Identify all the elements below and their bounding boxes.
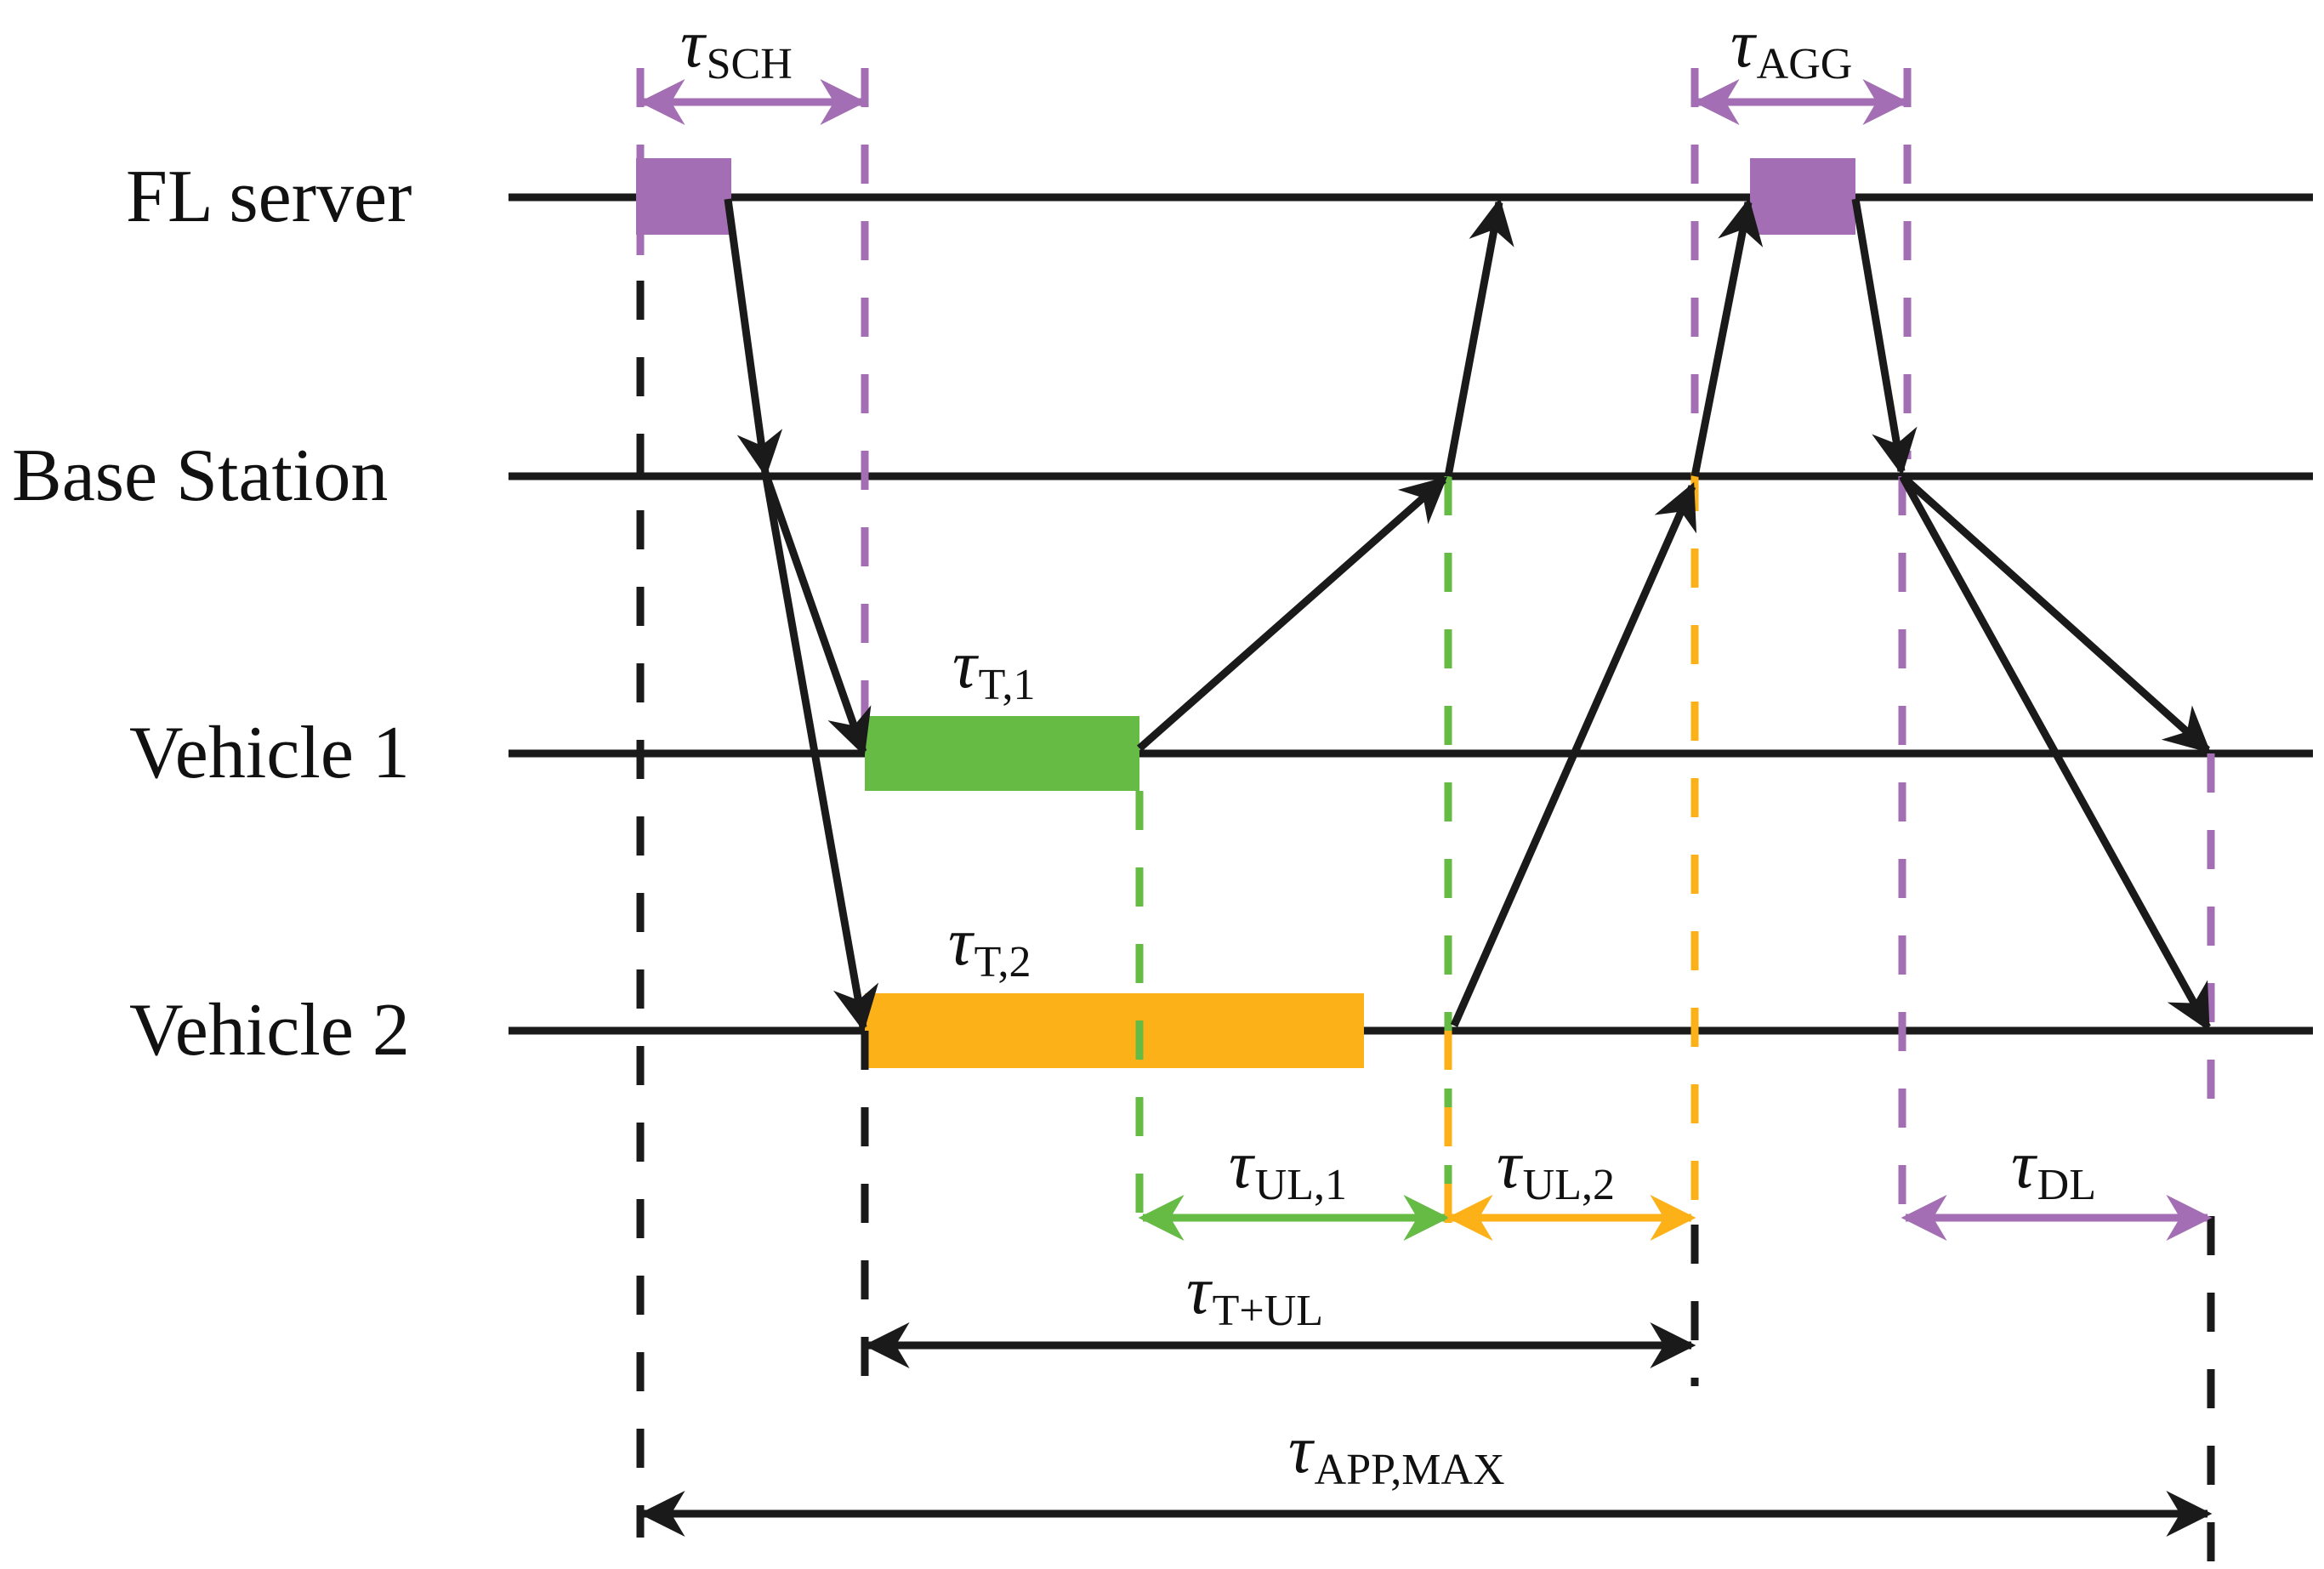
tau-subscript-ul1: UL,1 — [1254, 1161, 1347, 1209]
arrow-server-to-base-station-dl — [1851, 198, 1918, 476]
tau-symbol: τ — [1497, 1128, 1521, 1202]
tau-subscript-dl: DL — [2037, 1161, 2096, 1209]
tau-symbol: τ — [2011, 1128, 2036, 1202]
tau-subscript-t2: T,2 — [974, 938, 1031, 986]
label-vehicle-1: Vehicle 1 — [129, 712, 410, 794]
tau-symbol: τ — [680, 7, 705, 82]
label-tau-dl: τDL — [2011, 1131, 2096, 1208]
training-bar-vehicle-1 — [865, 716, 1139, 791]
aggregation-block — [1750, 158, 1855, 235]
tau-subscript-sch: SCH — [706, 40, 793, 88]
tau-subscript-app-max: APP,MAX — [1314, 1446, 1505, 1494]
label-tau-ul2: τUL,2 — [1497, 1131, 1615, 1208]
message-arrows — [724, 197, 2212, 1032]
purple-dashed-markers — [636, 68, 2215, 1237]
label-tau-sch: τSCH — [680, 10, 793, 87]
green-dashed-markers — [1135, 476, 1452, 1225]
label-tau-t1: τT,1 — [952, 631, 1036, 708]
label-vehicle-2: Vehicle 2 — [129, 989, 410, 1072]
tau-subscript-agg: AGG — [1756, 40, 1853, 88]
tau-symbol: τ — [1288, 1413, 1313, 1487]
tau-subscript-t1: T,1 — [978, 661, 1036, 709]
arrow-vehicle-2-to-base-station — [1450, 482, 1697, 1027]
arrow-server-to-base-station — [724, 198, 783, 478]
label-tau-app-max: τAPP,MAX — [1288, 1416, 1505, 1492]
label-fl-server: FL server — [126, 156, 412, 238]
tau-symbol: τ — [1186, 1253, 1211, 1328]
scheduling-block — [636, 158, 731, 235]
arrow-base-station-to-vehicle-1-dl — [1899, 473, 2212, 753]
label-tau-t2: τT,2 — [948, 908, 1031, 985]
timelines — [509, 193, 2313, 1035]
label-tau-ul1: τUL,1 — [1229, 1131, 1347, 1208]
label-base-station: Base Station — [12, 435, 389, 517]
arrow-base-station-to-server-2 — [1690, 197, 1764, 477]
tau-symbol: τ — [948, 905, 973, 980]
label-tau-t-ul: τT+UL — [1186, 1257, 1323, 1333]
arrow-vehicle-1-to-base-station — [1137, 476, 1448, 752]
tau-symbol: τ — [1229, 1128, 1253, 1202]
tau-symbol: τ — [952, 628, 977, 702]
training-bar-vehicle-2 — [865, 993, 1364, 1068]
tau-symbol: τ — [1730, 7, 1755, 82]
arrow-base-station-to-vehicle-2-dl — [1899, 474, 2211, 1032]
tau-subscript-ul2: UL,2 — [1522, 1161, 1615, 1209]
duration-arrows — [639, 79, 2213, 1537]
orange-dashed-markers — [1444, 472, 1699, 1237]
arrow-base-station-to-vehicle-1 — [761, 471, 872, 757]
arrow-base-station-to-vehicle-2 — [761, 472, 879, 1032]
arrow-base-station-to-server-1 — [1444, 197, 1514, 477]
label-tau-agg: τAGG — [1730, 10, 1852, 87]
black-dashed-markers — [636, 281, 2215, 1565]
tau-subscript-t-ul: T+UL — [1212, 1287, 1324, 1335]
